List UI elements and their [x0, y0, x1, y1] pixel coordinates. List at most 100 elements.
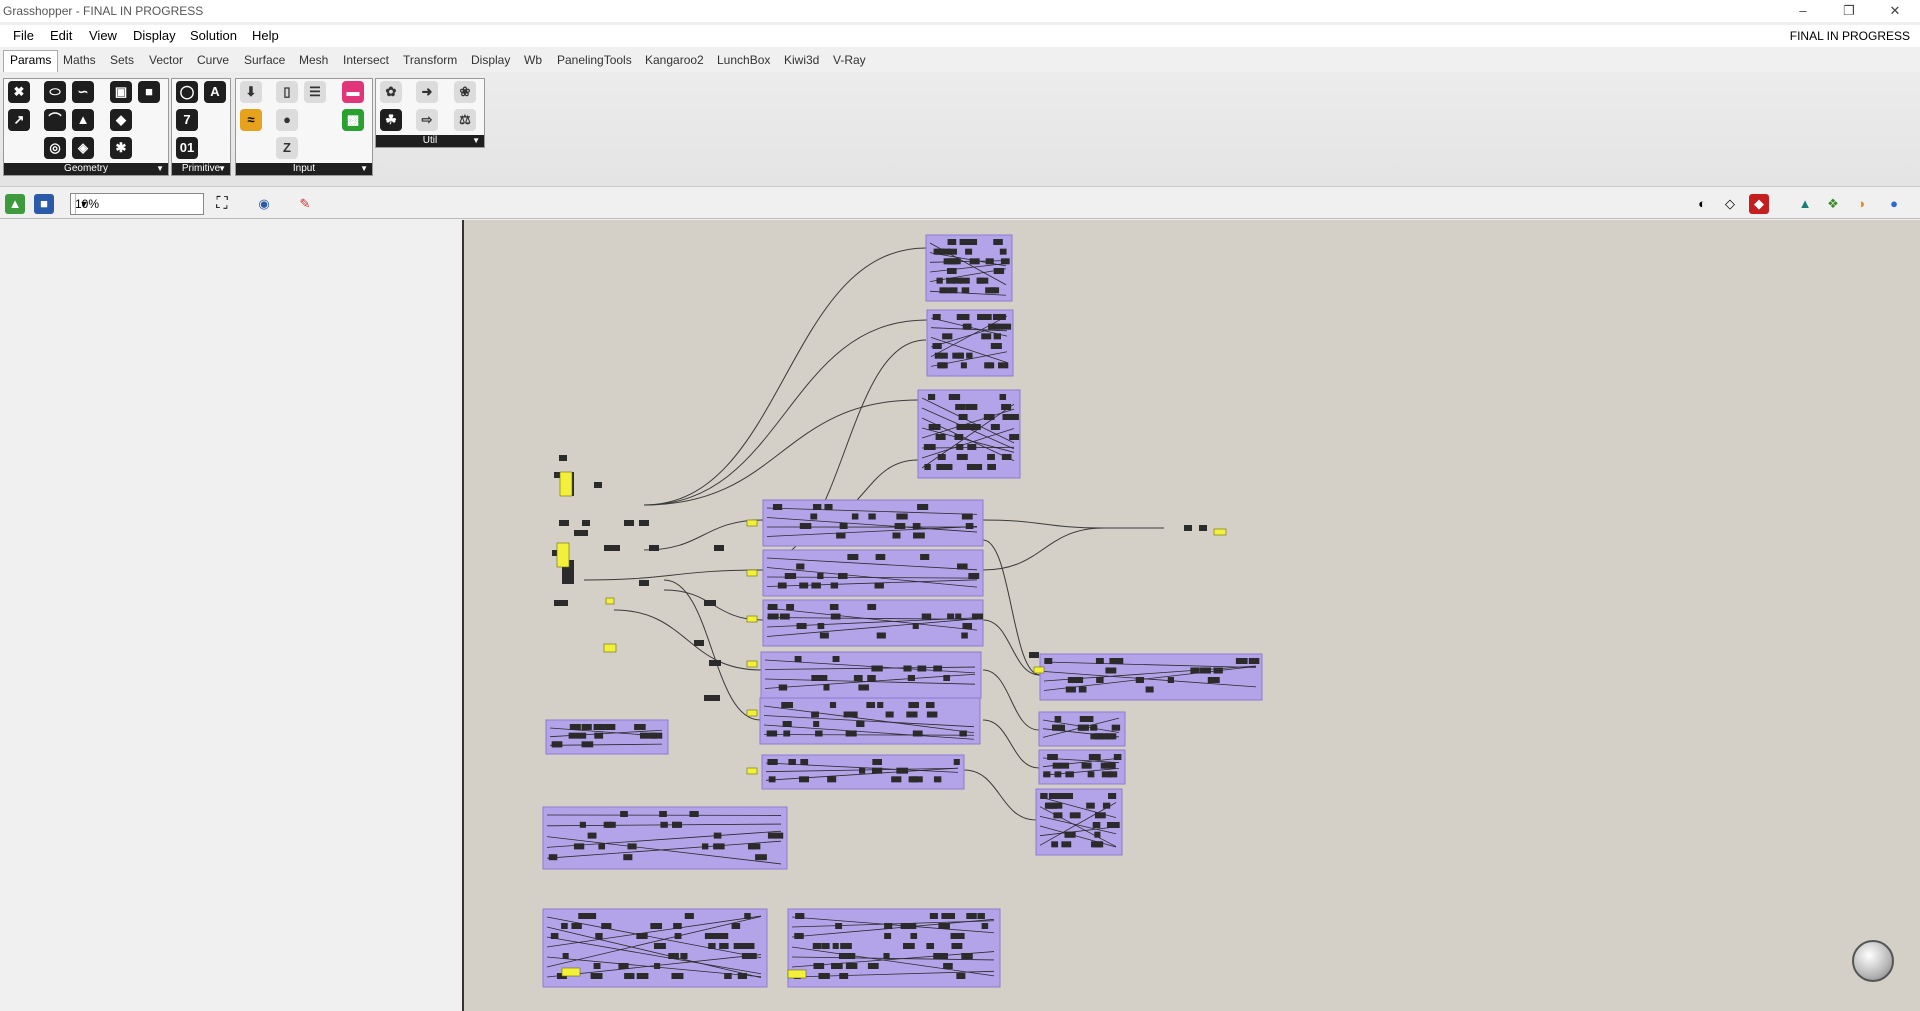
folder-open-icon[interactable]: ▲ — [5, 194, 25, 214]
tab-intersect[interactable]: Intersect — [343, 53, 390, 67]
mesh-param-icon[interactable]: ◆ — [110, 109, 132, 131]
zoom-select[interactable]: 10% ▼ — [70, 193, 204, 215]
brep-param-icon[interactable]: ▣ — [110, 81, 132, 103]
curve-param-icon[interactable]: ∽ — [72, 81, 94, 103]
tab-sets[interactable]: Sets — [110, 53, 135, 67]
value-list-icon[interactable]: ☰ — [304, 81, 326, 103]
component — [627, 843, 637, 850]
component — [988, 323, 1000, 330]
group-wire — [1042, 717, 1120, 738]
arc-param-icon[interactable]: ⌒ — [44, 109, 66, 131]
sphere-icon[interactable]: ● — [1890, 196, 1898, 211]
chevron-down-icon[interactable]: ▼ — [75, 194, 92, 214]
preview-wire-icon[interactable]: ◇ — [1725, 196, 1735, 211]
restore-button[interactable]: ❐ — [1843, 3, 1855, 18]
preview-shaded-icon[interactable]: ◐ — [1698, 196, 1706, 211]
component — [849, 711, 858, 718]
component — [650, 732, 657, 739]
group-param-icon[interactable]: ◎ — [44, 137, 66, 159]
panel-input-label[interactable]: Input▼ — [236, 163, 372, 175]
swatch-icon[interactable]: ▩ — [342, 109, 364, 131]
menu-display[interactable]: Display — [133, 28, 176, 43]
tab-kangaroo2[interactable]: Kangaroo2 — [645, 53, 704, 67]
component — [829, 702, 837, 708]
yellow-panel — [746, 519, 758, 527]
component — [601, 923, 612, 929]
tab-curve[interactable]: Curve — [197, 53, 230, 67]
tab-wb[interactable]: Wb — [524, 53, 542, 67]
mesh-settings-icon[interactable]: ❖ — [1827, 196, 1839, 211]
gradient-icon[interactable]: ▬ — [342, 81, 364, 103]
panel-util-label[interactable]: Util▼ — [376, 135, 484, 147]
component — [1052, 762, 1060, 769]
menu-help[interactable]: Help — [252, 28, 279, 43]
tab-params[interactable]: Params — [3, 50, 59, 72]
tab-vray[interactable]: V-Ray — [833, 53, 866, 67]
component — [971, 613, 984, 620]
panel-geometry-label[interactable]: Geometry▼ — [4, 163, 168, 175]
component — [946, 268, 957, 274]
tab-transform[interactable]: Transform — [403, 53, 458, 67]
component — [552, 741, 562, 748]
component — [1059, 793, 1070, 799]
box-param-icon[interactable]: ■ — [138, 81, 160, 103]
navigation-compass-icon[interactable] — [1852, 940, 1894, 982]
relay-arrow-icon[interactable]: ⇨ — [416, 109, 438, 131]
text-param-icon[interactable]: A — [204, 81, 226, 103]
cherry-icon[interactable]: ✿ — [380, 81, 402, 103]
tab-display[interactable]: Display — [471, 53, 511, 67]
surface-param-icon[interactable]: ▲ — [72, 109, 94, 131]
boolean-param-icon[interactable]: ◯ — [176, 81, 198, 103]
tab-lunchbox[interactable]: LunchBox — [717, 53, 771, 67]
component — [768, 776, 776, 783]
definition-graph[interactable] — [464, 220, 1920, 1011]
component — [817, 675, 828, 681]
point-param-icon[interactable]: ✖ — [8, 81, 30, 103]
component — [999, 248, 1007, 255]
sketch-pen-icon[interactable]: ✎ — [299, 196, 311, 211]
arrow-right-icon[interactable]: ➜ — [416, 81, 438, 103]
menu-file[interactable]: File — [13, 28, 34, 43]
close-button[interactable]: ✕ — [1889, 3, 1901, 18]
tab-mesh[interactable]: Mesh — [299, 53, 329, 67]
menu-edit[interactable]: Edit — [50, 28, 73, 43]
group-wire — [766, 579, 978, 587]
material-icon[interactable]: ◑ — [1857, 196, 1865, 211]
tab-panelingtools[interactable]: PanelingTools — [557, 53, 632, 67]
save-icon[interactable]: ■ — [34, 194, 54, 214]
button-input-icon[interactable]: ⬇ — [240, 81, 262, 103]
geometry-param-icon[interactable]: ✱ — [110, 137, 132, 159]
canvas[interactable] — [464, 220, 1920, 1011]
tab-vector[interactable]: Vector — [149, 53, 184, 67]
group-wire — [766, 617, 978, 628]
component — [1064, 831, 1076, 838]
zoom-extents-icon[interactable]: ⛶ — [216, 195, 228, 212]
number-param-icon[interactable]: 7 — [176, 109, 198, 131]
menu-view[interactable]: View — [89, 28, 117, 43]
panel-input-icon[interactable]: ▯ — [276, 81, 298, 103]
component — [649, 545, 659, 551]
eye-icon[interactable]: ◉ — [258, 196, 270, 211]
panel-primitive-label[interactable]: Primitive▼ — [172, 163, 230, 175]
component — [784, 573, 797, 579]
tab-maths[interactable]: Maths — [63, 53, 96, 67]
tab-kiwi3d[interactable]: Kiwi3d — [784, 53, 820, 67]
preview-selected-icon[interactable]: ◆ — [1749, 194, 1769, 214]
tree-icon[interactable]: ☘ — [380, 109, 402, 131]
flask-icon[interactable]: ⚖ — [454, 109, 476, 131]
line-param-icon[interactable]: ↗ — [8, 109, 30, 131]
component — [935, 434, 946, 440]
field-param-icon[interactable]: ◈ — [72, 137, 94, 159]
circle-param-icon[interactable]: ⬭ — [44, 81, 66, 103]
mesh-preview-icon[interactable]: ▲ — [1798, 196, 1812, 211]
color-wheel-icon[interactable]: ❀ — [454, 81, 476, 103]
toggle-icon[interactable]: ● — [276, 109, 298, 131]
minimize-button[interactable]: – — [1799, 3, 1807, 18]
component — [939, 923, 950, 929]
binary-param-icon[interactable]: 01 — [176, 137, 198, 159]
tab-surface[interactable]: Surface — [244, 53, 286, 67]
component — [932, 343, 942, 349]
slider-icon[interactable]: Z — [276, 137, 298, 159]
menu-solution[interactable]: Solution — [190, 28, 237, 43]
graph-mapper-icon[interactable]: ≈ — [240, 109, 262, 131]
